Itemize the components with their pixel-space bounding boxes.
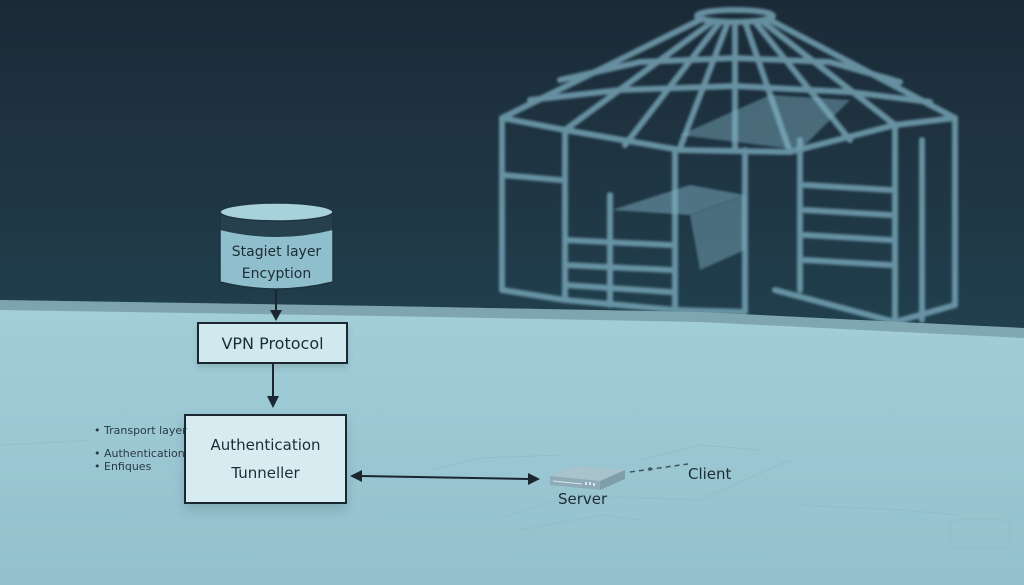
bullet-icon: • <box>94 460 101 473</box>
vpn-protocol-label: VPN Protocol <box>221 333 324 353</box>
auth-tunneller-line1: Authentication <box>210 436 321 454</box>
client-label: Client <box>688 465 732 483</box>
storage-line2: Encyption <box>241 266 312 282</box>
bullet-icon: • <box>94 424 101 437</box>
server-device-icon <box>550 466 625 490</box>
side-note-item: • Transport layer <box>94 424 187 437</box>
storage-line1: Stagiet layer <box>231 244 322 260</box>
auth-tunneller-line2: Tunneller <box>231 464 300 482</box>
database-cylinder-icon <box>219 202 334 290</box>
side-note-item: • Authentication <box>94 447 185 460</box>
storage-cylinder-label: Stagiet layer Encyption <box>220 241 333 285</box>
auth-tunneller-node: Authentication Tunneller <box>184 414 347 504</box>
vpn-protocol-node: VPN Protocol <box>197 322 348 364</box>
bullet-icon: • <box>94 447 101 460</box>
server-label: Server <box>558 490 608 508</box>
side-notes-list: • Transport layer • Authentication • Enf… <box>94 424 187 473</box>
dark-backdrop <box>0 0 1024 340</box>
side-note-item: • Enfiques <box>94 460 152 473</box>
